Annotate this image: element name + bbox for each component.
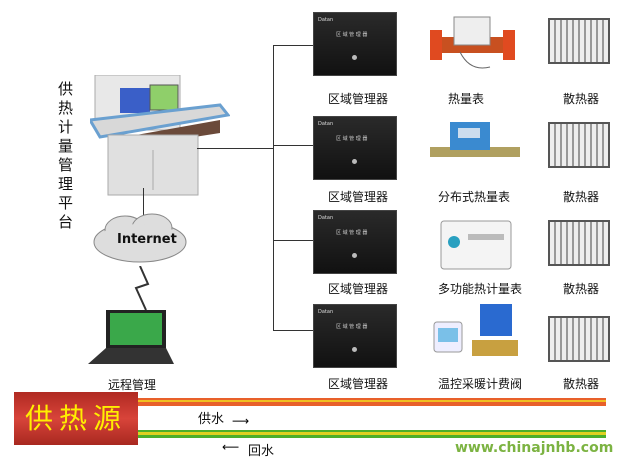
manager-label: 区域管理器 (328, 282, 389, 296)
device-label: 分布式热量表 (438, 190, 511, 204)
multifunction-meter-icon (440, 220, 512, 270)
radiator-label: 散热器 (563, 377, 600, 391)
heat-meter-icon (430, 16, 515, 69)
char: 管 (58, 156, 74, 174)
radiator-label: 散热器 (563, 282, 600, 296)
console-image (90, 75, 230, 196)
char: 热 (58, 99, 74, 117)
manager-label: 区域管理器 (328, 92, 389, 106)
radiator-icon (548, 220, 610, 266)
arrow-right-icon: ⟶ (232, 414, 250, 428)
heat-source-block: 供热源 (14, 392, 138, 445)
internet-label: Internet (117, 232, 177, 247)
supply-pipe (138, 398, 606, 406)
website-link[interactable]: www.chinajnhb.com (455, 440, 614, 456)
return-label: 回水 (248, 444, 275, 459)
connector (143, 188, 144, 218)
radiator-label: 散热器 (563, 190, 600, 204)
connector (273, 45, 313, 46)
char: 理 (58, 175, 74, 193)
device-label: 温控采暖计费阀 (438, 377, 523, 391)
device-label: 热量表 (448, 92, 485, 106)
manager-label: 区域管理器 (328, 377, 389, 391)
connector (273, 330, 313, 331)
connector (273, 145, 313, 146)
return-pipe (138, 430, 606, 438)
radiator-label: 散热器 (563, 92, 600, 106)
connector (197, 148, 274, 149)
radiator-icon (548, 18, 610, 64)
char: 平 (58, 194, 74, 212)
connector (273, 240, 313, 241)
platform-title: 供热计量管理平台 (58, 80, 74, 232)
radiator-icon (548, 122, 610, 168)
arrow-left-icon: ⟵ (222, 440, 240, 454)
char: 计 (58, 118, 74, 136)
char: 台 (58, 213, 74, 231)
remote-label: 远程管理 (108, 378, 157, 392)
char: 供 (58, 80, 74, 98)
internet-cloud-icon (93, 213, 187, 263)
thermostat-valve-icon (433, 304, 518, 356)
radiator-icon (548, 316, 610, 362)
manager-label: 区域管理器 (328, 190, 389, 204)
lightning-icon (134, 266, 150, 311)
char: 量 (58, 137, 74, 155)
laptop-icon (88, 310, 174, 364)
distributed-heat-meter-icon (430, 122, 520, 157)
device-label: 多功能热计量表 (438, 282, 523, 296)
bus-line (273, 45, 274, 330)
supply-label: 供水 (198, 412, 225, 427)
